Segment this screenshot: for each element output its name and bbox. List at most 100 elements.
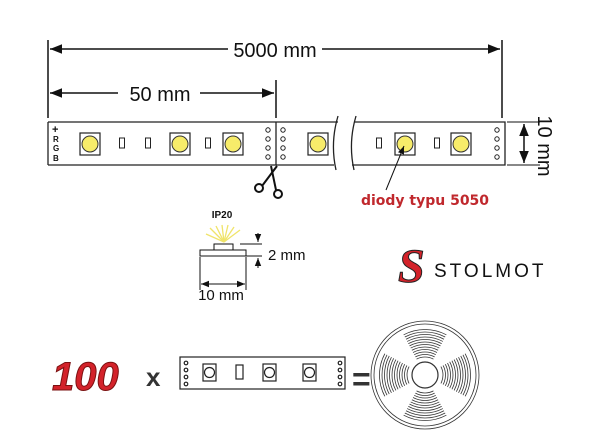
times-sign: x (146, 362, 161, 392)
pin-plus: + (52, 124, 58, 136)
diode-type-label: diody typu 5050 (361, 193, 489, 209)
reel-winding (409, 341, 441, 347)
total-length-dimension: 5000 mm (47, 40, 503, 118)
reel-winding (462, 354, 469, 396)
light-rays (205, 224, 241, 243)
led-diode (169, 132, 191, 156)
reel-winding (409, 403, 441, 409)
reel-winding (449, 361, 454, 389)
led-lens (81, 135, 99, 153)
reel-winding (440, 366, 444, 384)
stolmot-logo: S STOLMOT (398, 240, 547, 294)
led-diode (394, 132, 416, 156)
reel-winding (453, 359, 459, 391)
reel-winding (444, 364, 449, 386)
led-diode (307, 132, 329, 156)
resistor (205, 137, 211, 149)
reel-winding (442, 365, 446, 385)
led-diode (450, 132, 472, 156)
reel-winding (404, 412, 446, 419)
solder-pad (494, 136, 500, 142)
reel-winding (408, 405, 442, 411)
equals-sign: = (352, 361, 371, 397)
solder-pad (280, 154, 286, 160)
solder-pad (494, 127, 500, 133)
solder-pad (265, 136, 271, 142)
total-length-label: 5000 mm (233, 40, 316, 62)
reel-winding (405, 410, 445, 416)
scissors-icon (254, 165, 283, 199)
reel-winding (384, 355, 390, 395)
segment-length-dimension: 50 mm (50, 80, 277, 118)
led-reel-icon (370, 320, 480, 430)
reel-winding (394, 360, 399, 390)
solder-pad (280, 127, 286, 133)
reel-winding (415, 354, 435, 358)
reel-winding (386, 356, 392, 394)
strip-segment-icon (179, 356, 346, 390)
profile-width-label: 10 mm (198, 287, 244, 304)
diode-pointer-arrow (385, 145, 405, 191)
reel-winding (411, 346, 439, 351)
solder-pad (280, 136, 286, 142)
reel-winding (408, 339, 442, 345)
pin-b: B (53, 154, 59, 163)
solder-pad (494, 154, 500, 160)
width-label: 10 mm (533, 115, 555, 176)
reel-winding (455, 358, 461, 392)
reel-winding (410, 401, 440, 406)
reel-winding (406, 366, 410, 384)
reel-winding (411, 399, 439, 404)
solder-pad (494, 145, 500, 151)
led-lens (452, 135, 470, 153)
led-lens (309, 135, 327, 153)
reel-winding (447, 362, 451, 388)
reel-winding (416, 390, 434, 394)
reel-winding (414, 351, 436, 356)
solder-pad (265, 127, 271, 133)
resistor (434, 137, 440, 149)
reel-winding (406, 336, 444, 342)
reel-winding (404, 331, 446, 338)
reel-winding (460, 355, 466, 395)
reel-winding (399, 362, 403, 388)
logo-mark: S (398, 240, 425, 293)
reel-winding (415, 392, 435, 396)
reel-winding (401, 364, 406, 386)
reel-winding (406, 408, 444, 414)
solder-pads (265, 127, 500, 160)
reel-winding (403, 329, 447, 336)
reel-winding (464, 353, 471, 397)
led-diode (79, 132, 101, 156)
reel-winding (414, 394, 436, 399)
pin-r: R (53, 135, 59, 144)
resistor (119, 137, 125, 149)
ip-rating-label: IP20 (212, 210, 233, 221)
led-strip (47, 115, 506, 171)
count-label: 100 (52, 355, 119, 399)
led-lens (224, 135, 242, 153)
reel-winding (389, 358, 395, 392)
brand-name: STOLMOT (434, 261, 547, 282)
reel-winding (405, 334, 445, 340)
led-lens (396, 135, 414, 153)
reel-winding (403, 414, 447, 421)
pin-labels: + R G B (52, 124, 59, 163)
led-lens (171, 135, 189, 153)
height-label: 2 mm (268, 247, 306, 264)
reel-winding (412, 397, 438, 401)
reel-winding (396, 361, 401, 389)
profile-drawing: IP20 2 mm 10 mm (198, 210, 305, 304)
pin-g: G (53, 144, 59, 153)
reel-winding (458, 356, 464, 394)
reel-winding (410, 344, 440, 349)
led-diode (222, 132, 244, 156)
reel-winding (404, 365, 408, 385)
reel-winding (416, 356, 434, 360)
resistors (119, 137, 440, 149)
reel-winding (391, 359, 397, 391)
solder-pad (265, 154, 271, 160)
reel-winding (379, 353, 386, 397)
solder-pad (280, 145, 286, 151)
